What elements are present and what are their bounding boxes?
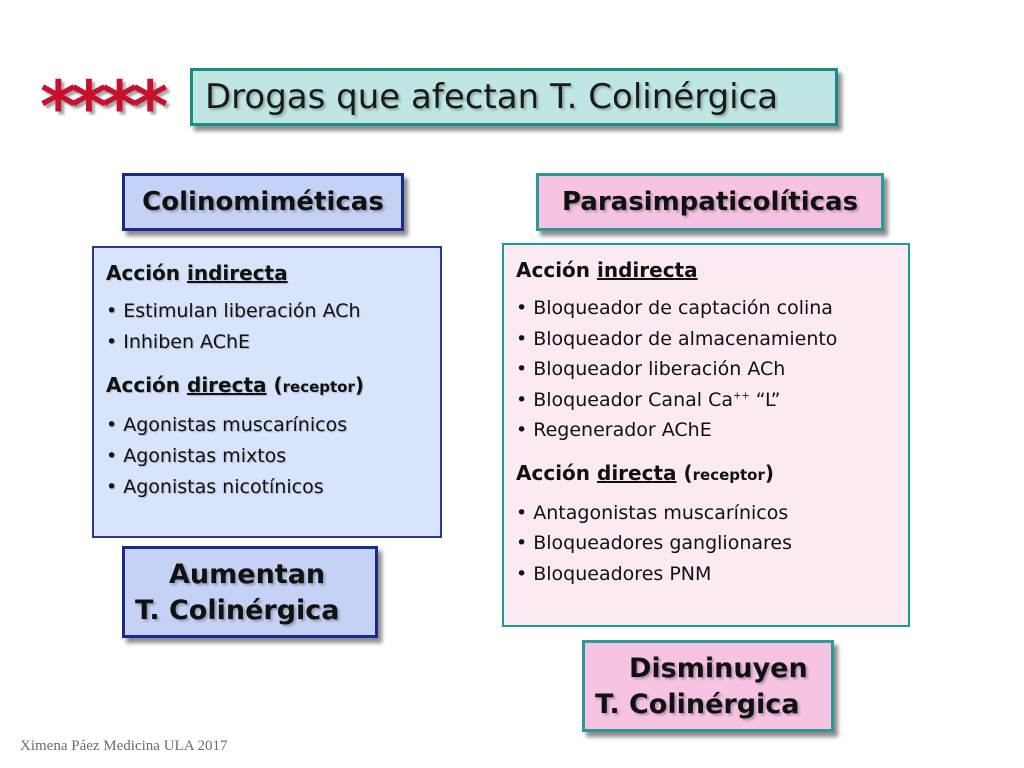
list-item: • Inhiben AChE <box>106 331 251 353</box>
page-title: Drogas que afectan T. Colinérgica <box>205 77 779 117</box>
left-indirect-list: • Estimulan liberación ACh • Inhiben ACh… <box>106 296 430 358</box>
left-direct-list: • Agonistas muscarínicos • Agonistas mix… <box>106 410 430 503</box>
disminuyen-result-box: Disminuyen T. Colinérgica <box>582 640 834 732</box>
disminuyen-line1: Disminuyen <box>629 653 808 684</box>
left-direct-heading-word: Acción <box>106 373 181 397</box>
right-direct-heading-receptor: receptor <box>692 465 765 484</box>
list-item: • Estimulan liberación ACh <box>106 300 361 322</box>
left-direct-heading-open: ( <box>273 373 283 397</box>
right-indirect-heading: Acción indirecta <box>516 257 898 283</box>
left-direct-heading-receptor: receptor <box>282 378 355 396</box>
list-item: • Agonistas muscarínicos <box>106 414 348 436</box>
parasimpaticoliticas-content-box: Acción indirecta • Bloqueador de captaci… <box>502 243 910 627</box>
right-direct-heading-underlined: directa <box>597 460 677 485</box>
left-indirect-heading: Acción indirecta <box>106 260 430 286</box>
aumentan-result-box: Aumentan T. Colinérgica <box>122 546 378 638</box>
right-direct-heading-close: ) <box>764 460 775 485</box>
stars-decoration: **** <box>40 66 168 148</box>
right-direct-heading-open: ( <box>683 460 693 485</box>
parasimpaticoliticas-heading-box: Parasimpaticolíticas <box>536 173 884 231</box>
right-direct-heading: Acción directa (receptor) <box>516 460 898 488</box>
left-direct-heading-close: ) <box>354 373 365 397</box>
list-item: • Regenerador AChE <box>516 419 712 441</box>
canal-item-suffix: “L” <box>749 388 781 411</box>
footer-credit: Ximena Páez Medicina ULA 2017 <box>20 738 228 754</box>
right-direct-list: • Antagonistas muscarínicos • Bloqueador… <box>516 498 898 590</box>
left-direct-heading-underlined: directa <box>187 373 267 397</box>
aumentan-line1: Aumentan <box>169 559 326 590</box>
canal-item-prefix: • Bloqueador Canal Ca <box>516 388 733 411</box>
list-item: • Bloqueador de almacenamiento <box>516 327 838 350</box>
list-item-canal: • Bloqueador Canal Ca++ “L” <box>516 385 898 416</box>
list-item: • Agonistas mixtos <box>106 445 287 467</box>
canal-item-sup: ++ <box>732 390 750 402</box>
colinomimeticas-content-box: Acción indirecta • Estimulan liberación … <box>92 246 442 538</box>
list-item: • Bloqueador liberación ACh <box>516 358 786 380</box>
right-indirect-heading-word: Acción <box>516 258 591 282</box>
list-item: • Antagonistas muscarínicos <box>516 501 789 524</box>
colinomimeticas-heading: Colinomiméticas <box>142 187 384 217</box>
list-item: • Bloqueadores ganglionares <box>516 532 792 554</box>
disminuyen-line2: T. Colinérgica <box>595 689 800 720</box>
right-indirect-list: • Bloqueador de captación colina • Bloqu… <box>516 293 898 446</box>
left-indirect-heading-underlined: indirecta <box>187 261 288 285</box>
left-direct-heading: Acción directa (receptor) <box>106 372 430 400</box>
right-indirect-heading-underlined: indirecta <box>597 258 698 282</box>
list-item: • Bloqueadores PNM <box>516 562 712 585</box>
list-item: • Bloqueador de captación colina <box>516 297 833 319</box>
left-indirect-heading-word: Acción <box>106 261 181 285</box>
list-item: • Agonistas nicotínicos <box>106 476 324 498</box>
title-box: Drogas que afectan T. Colinérgica <box>190 68 838 126</box>
parasimpaticoliticas-heading: Parasimpaticolíticas <box>561 187 859 217</box>
right-direct-heading-word: Acción <box>516 460 591 485</box>
aumentan-line2: T. Colinérgica <box>135 595 340 626</box>
colinomimeticas-heading-box: Colinomiméticas <box>122 173 404 231</box>
